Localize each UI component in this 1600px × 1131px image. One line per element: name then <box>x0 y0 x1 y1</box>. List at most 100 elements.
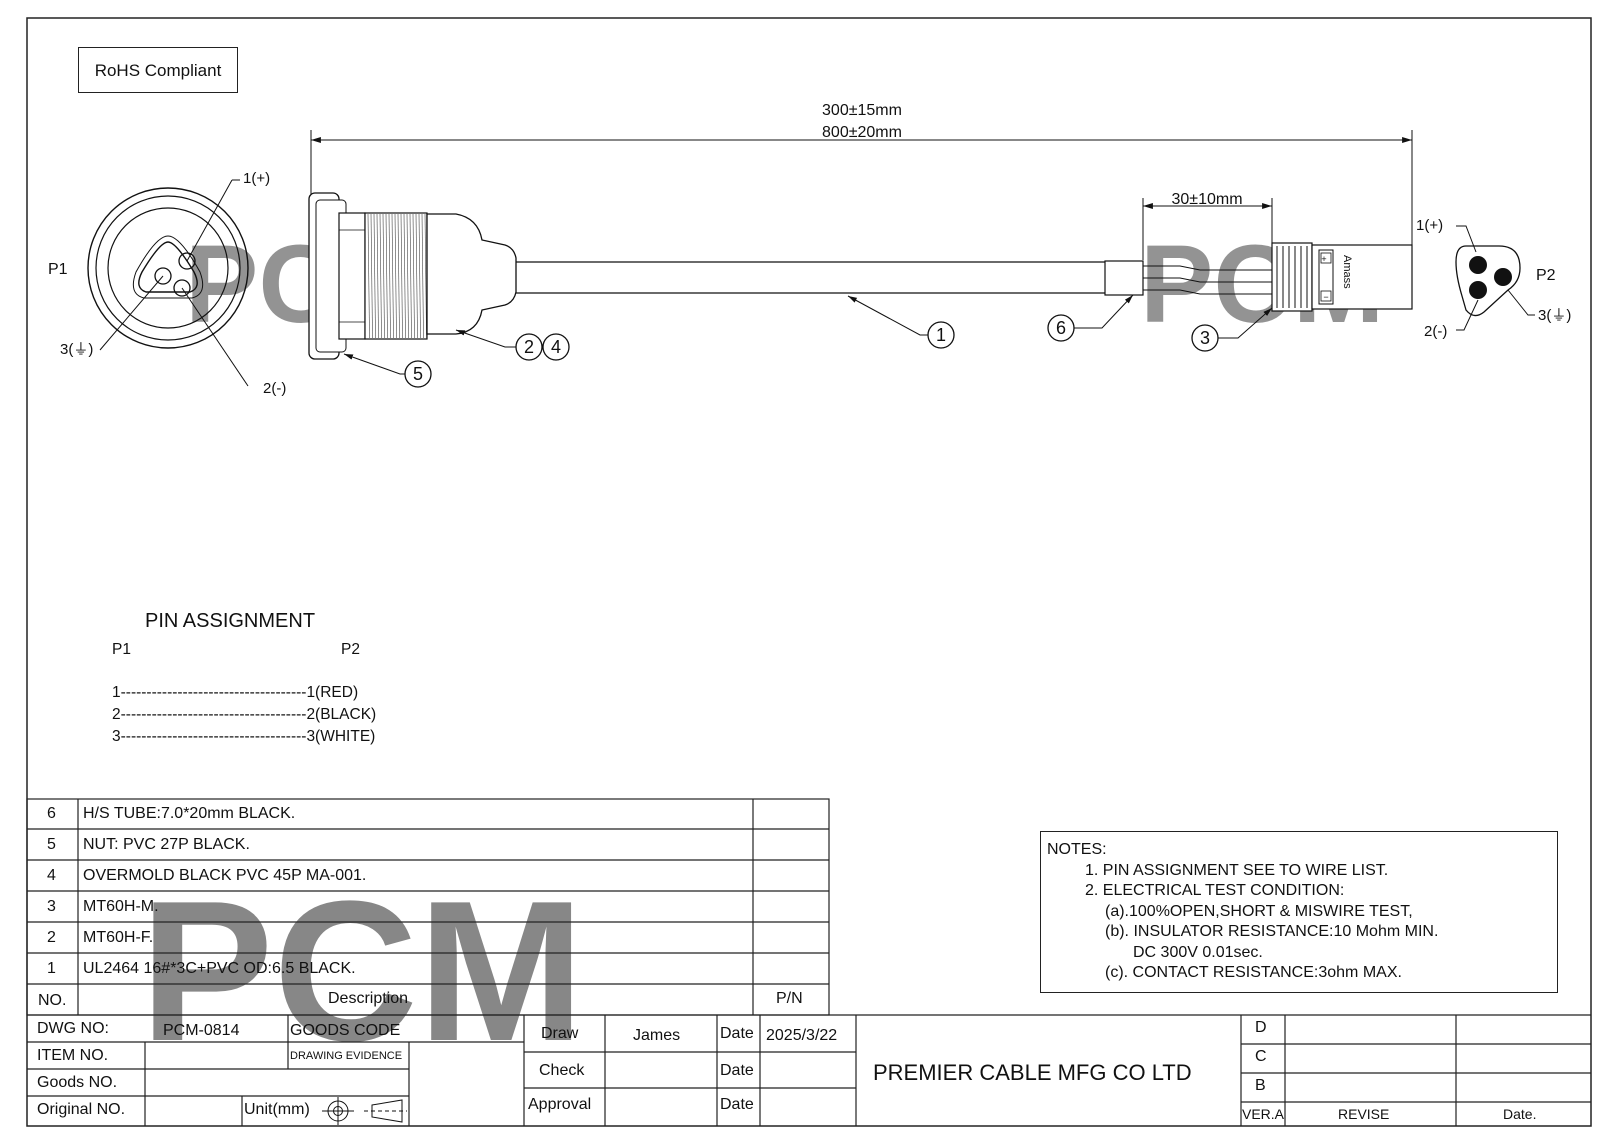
revision-b: B <box>1255 1077 1266 1094</box>
date-label-check: Date <box>720 1062 754 1079</box>
pin-assignment-row: 2------------------------------------2(B… <box>112 706 377 723</box>
thread-line <box>424 213 427 339</box>
notes-title: NOTES: <box>1047 841 1107 858</box>
rohs-badge: RoHS Compliant <box>78 47 238 93</box>
p2-label: P2 <box>1536 267 1556 284</box>
note-line: (a).100%OPEN,SHORT & MISWIRE TEST, <box>1105 902 1413 920</box>
thread-line <box>370 213 373 339</box>
p1-face-view: P1 1(+) 3(⏚) 2(-) <box>48 170 286 397</box>
thread-line <box>385 213 388 339</box>
balloon-1 <box>927 321 955 349</box>
title-block <box>27 1014 1591 1126</box>
pin-assignment-col-p1: P1 <box>112 641 131 658</box>
thread-line <box>376 213 379 339</box>
note-line: 2. ELECTRICAL TEST CONDITION: <box>1085 882 1345 899</box>
goods-no-label: Goods NO. <box>37 1074 118 1091</box>
date-label-approval: Date <box>720 1096 754 1113</box>
dwg-no-label: DWG NO: <box>37 1020 109 1037</box>
balloons <box>343 294 1273 388</box>
approval-label: Approval <box>528 1096 592 1113</box>
cable-assembly: + − Amass <box>308 192 1413 360</box>
version-label: VER.A <box>1242 1106 1285 1122</box>
pin-assignment-title: PIN ASSIGNMENT <box>145 610 316 632</box>
overall-dimension: 300±15mm 800±20mm <box>310 102 1413 245</box>
draw-label: Draw <box>541 1025 579 1042</box>
projection-symbol-icon <box>322 1097 407 1125</box>
drawing-evidence-label: DRAWING EVIDENCE <box>290 1050 403 1062</box>
balloon-5-text: 5 <box>413 364 423 384</box>
amass-brand: Amass <box>1341 255 1353 289</box>
balloon-6-text: 6 <box>1056 318 1066 338</box>
thread-line <box>415 213 418 339</box>
p2-face-view: 1(+) 2(-) 3(⏚) P2 <box>1416 217 1571 340</box>
revision-c: C <box>1255 1048 1267 1065</box>
balloon-3-text: 3 <box>1200 328 1210 348</box>
p2-pin3-label: 3(⏚) <box>1538 307 1571 324</box>
thread-line <box>412 213 415 339</box>
strip-dimension: 30±10mm <box>1142 191 1273 260</box>
bom-row-no: 5 <box>47 836 56 853</box>
balloon-6 <box>1047 314 1075 342</box>
thread-line <box>400 213 403 339</box>
company-name: PREMIER CABLE MFG CO LTD <box>873 1060 1192 1085</box>
minus-mark: − <box>1323 292 1328 302</box>
bom-row-description: MT60H-M. <box>83 898 159 915</box>
note-line: (b). INSULATOR RESISTANCE:10 Mohm MIN. <box>1105 923 1439 940</box>
bom-row-no: 4 <box>47 867 56 884</box>
thread-line <box>406 213 409 339</box>
p1-label: P1 <box>48 261 68 278</box>
bom-row-description: MT60H-F. <box>83 929 154 946</box>
bom-row-description: NUT: PVC 27P BLACK. <box>83 836 250 853</box>
p1-pin2-label: 2(-) <box>263 380 286 397</box>
pin-assignment-row: 3------------------------------------3(W… <box>112 728 376 745</box>
bom-header-no: NO. <box>38 992 67 1009</box>
goods-code-label: GOODS CODE <box>290 1022 401 1039</box>
balloon-5 <box>404 360 432 388</box>
bom-row-no: 3 <box>47 898 56 915</box>
balloon-4-text: 4 <box>551 337 561 357</box>
balloon-3 <box>1191 324 1219 352</box>
unit-label: Unit(mm) <box>244 1101 310 1118</box>
p1-pin1-label: 1(+) <box>243 170 270 187</box>
draw-name: James <box>633 1027 681 1044</box>
check-label: Check <box>539 1062 585 1079</box>
bom-header-description: Description <box>328 990 409 1007</box>
pin-assignment-row: 1------------------------------------1(R… <box>112 684 359 701</box>
bom-row-no: 2 <box>47 929 56 946</box>
watermark-table: PCM <box>140 860 584 1083</box>
bom-row-description: UL2464 16#*3C+PVC OD:6.5 BLACK. <box>83 960 356 977</box>
thread-line <box>391 213 394 339</box>
note-line: (c). CONTACT RESISTANCE:3ohm MAX. <box>1105 964 1402 981</box>
thread-line <box>388 213 391 339</box>
balloon-1-text: 1 <box>936 325 946 345</box>
date-column: Date. <box>1503 1106 1537 1122</box>
thread-line <box>421 213 424 339</box>
watermark-table-group: PCM <box>140 860 584 1083</box>
p1-pin3-label: 3(⏚) <box>60 341 93 358</box>
thread-line <box>403 213 406 339</box>
thread-line <box>397 213 400 339</box>
plus-mark: + <box>1321 254 1326 264</box>
bom-header-pn: P/N <box>776 990 803 1007</box>
bom-table <box>26 798 830 1016</box>
thread-line <box>373 213 376 339</box>
original-no-label: Original NO. <box>37 1101 126 1118</box>
p2-pin1-label: 1(+) <box>1416 217 1443 234</box>
pin-assignment-col-p2: P2 <box>341 641 360 658</box>
bom-row-no: 1 <box>47 960 56 977</box>
thread-line <box>382 213 385 339</box>
bom-row-no: 6 <box>47 805 56 822</box>
balloon-4 <box>542 333 570 361</box>
revision-d: D <box>1255 1019 1267 1036</box>
p2-pin2-label: 2(-) <box>1424 323 1447 340</box>
dimension-strip: 30±10mm <box>1171 191 1242 208</box>
sheet-border <box>26 17 1592 1127</box>
dimension-overall-b: 800±20mm <box>822 124 902 141</box>
balloon-2-text: 2 <box>524 337 534 357</box>
item-no-label: ITEM NO. <box>37 1047 109 1064</box>
note-line: DC 300V 0.01sec. <box>1133 943 1263 961</box>
notes-box: NOTES: 1. PIN ASSIGNMENT SEE TO WIRE LIS… <box>1040 831 1558 993</box>
thread-line <box>379 213 382 339</box>
draw-date-value: 2025/3/22 <box>766 1027 838 1044</box>
